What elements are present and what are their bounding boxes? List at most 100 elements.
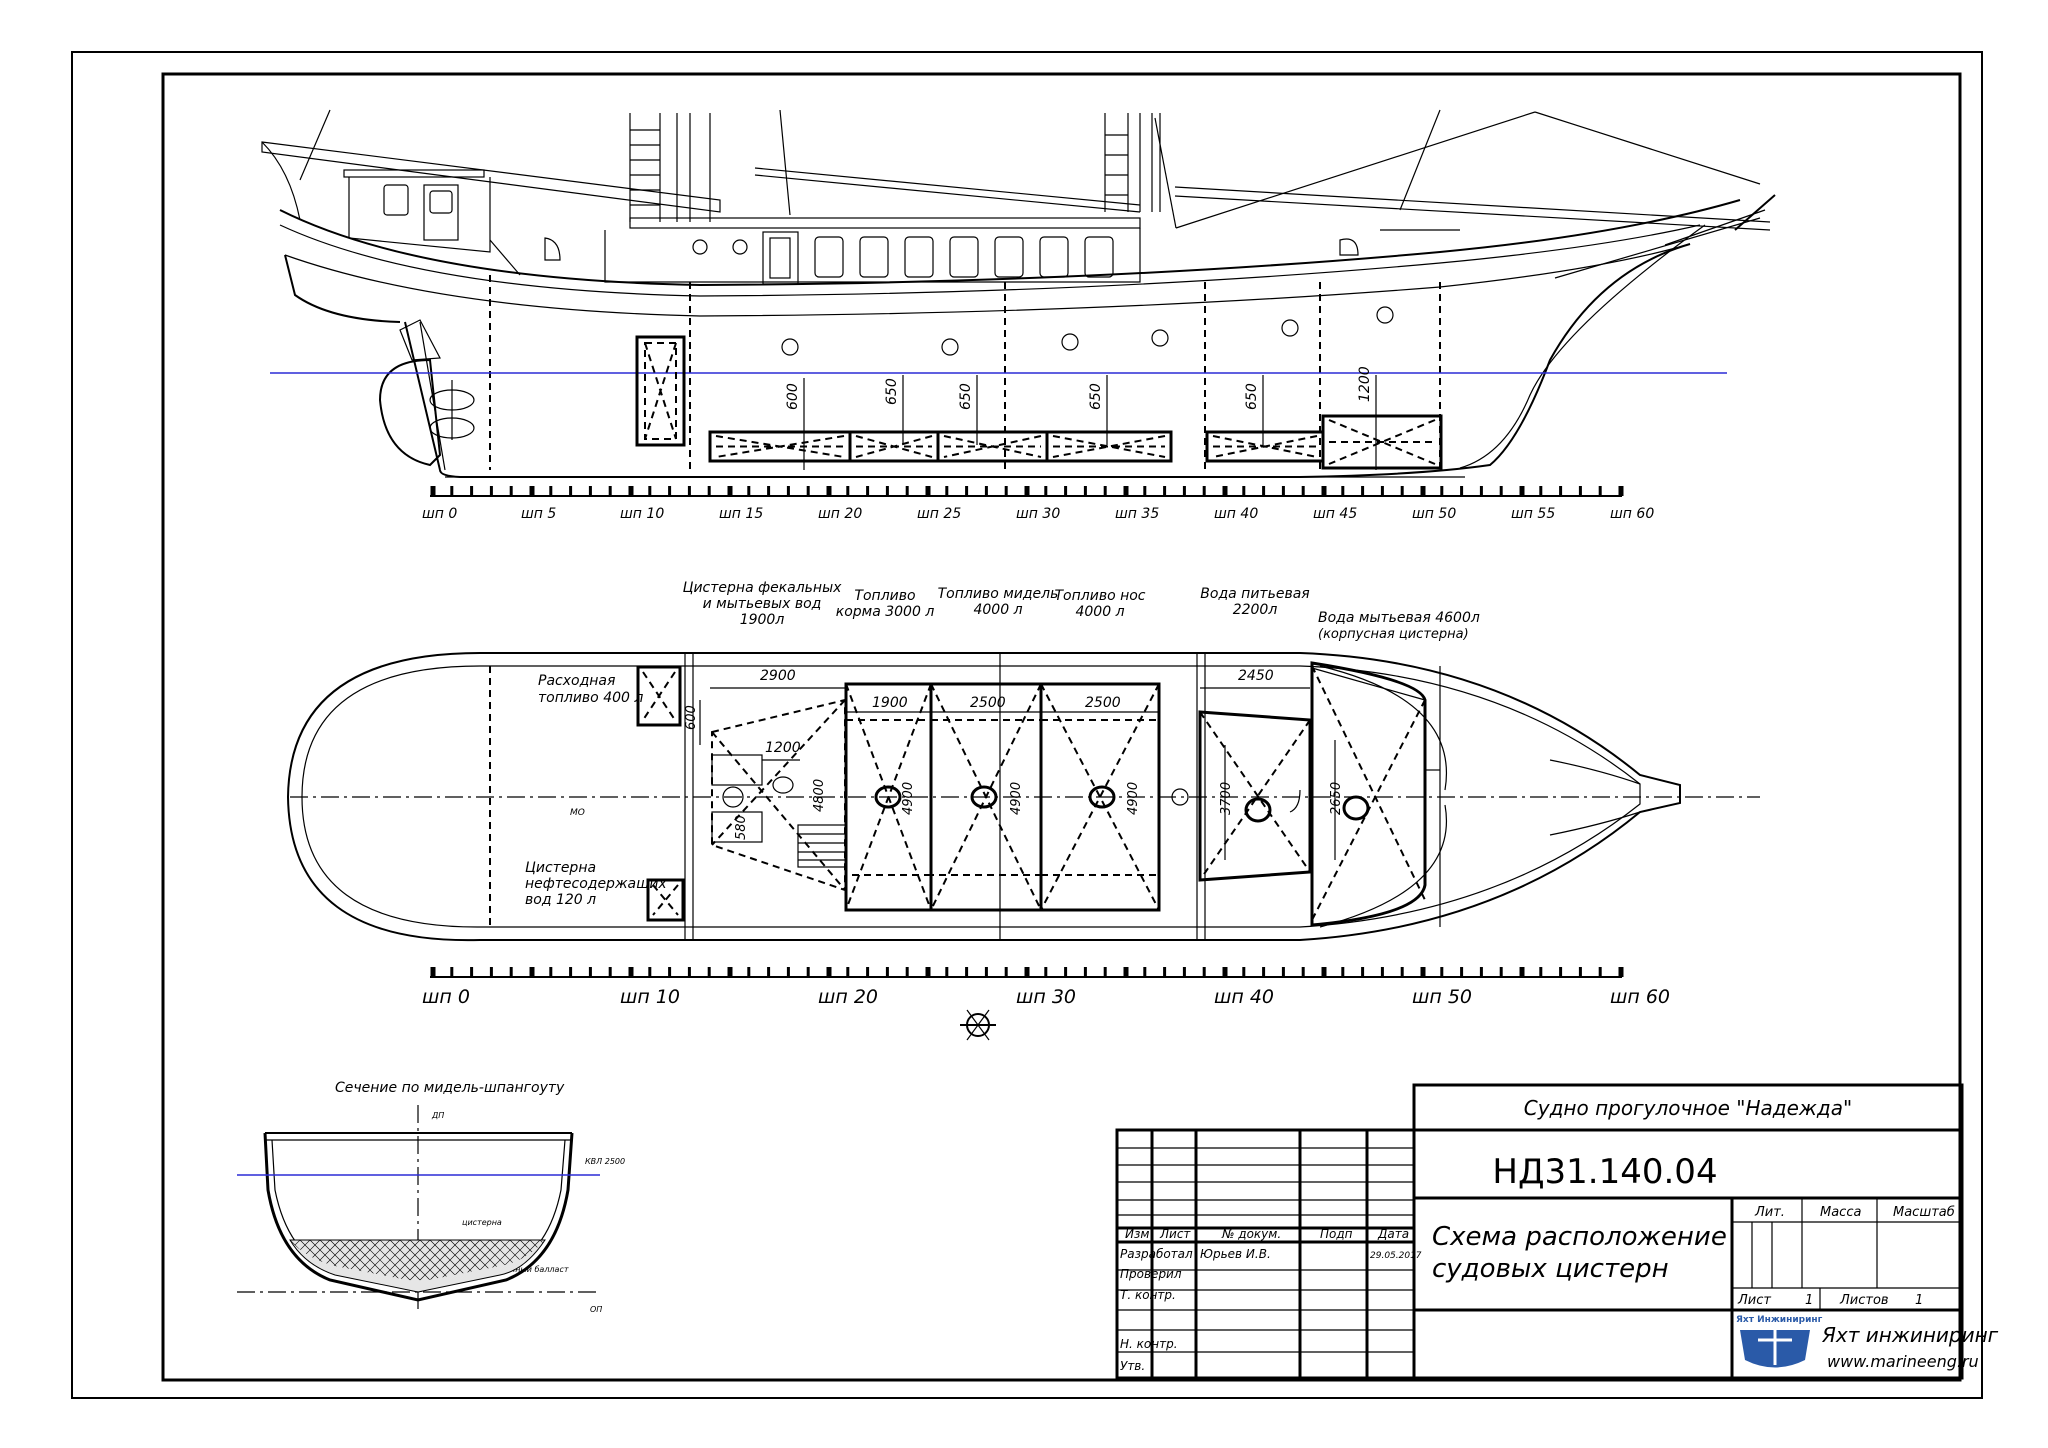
scale-tick xyxy=(668,486,672,496)
hull-plan-outline xyxy=(286,652,1681,942)
scale-tick xyxy=(1479,486,1483,496)
scale-tick xyxy=(1321,486,1327,496)
scale-tick xyxy=(588,486,592,496)
scale-tick xyxy=(1361,967,1365,977)
scale-label: Масштаб xyxy=(1893,1205,1955,1220)
scale-tick xyxy=(1559,967,1563,977)
scale-tick xyxy=(1578,486,1582,496)
scale-tick xyxy=(1341,967,1345,977)
mo-label: МО xyxy=(570,808,585,818)
dim-2900: 2900 xyxy=(760,668,796,684)
scale-tick xyxy=(1519,967,1525,977)
scale-tick xyxy=(806,967,810,977)
label-fuel-aft-2: корма 3000 л xyxy=(836,604,935,620)
dim-650-d: 650 xyxy=(1244,383,1260,410)
label-oily-3: вод 120 л xyxy=(525,892,596,908)
scale-tick xyxy=(1321,967,1327,977)
fore-mast xyxy=(1104,113,1161,212)
scale-tick xyxy=(786,967,790,977)
wash-water-tank xyxy=(1310,661,1440,927)
label-service-2: топливо 400 л xyxy=(538,690,643,706)
scale-tick xyxy=(707,486,711,496)
title-block: Судно прогулочное "Надежда" НД31.140.04 … xyxy=(1115,1083,1999,1380)
dim-600: 600 xyxy=(785,383,801,410)
sheet-num: 1 xyxy=(1805,1293,1813,1308)
label-oily-2: нефтесодержащих xyxy=(525,876,667,892)
dim-4900-b: 4900 xyxy=(1009,782,1024,815)
scale-tick xyxy=(1064,486,1068,496)
scale-tick xyxy=(529,486,535,496)
window xyxy=(859,236,889,278)
label-fuel-bow-1: Топливо нос xyxy=(1055,588,1146,604)
aft-deckhouse xyxy=(343,169,561,276)
label-fecal-3: 1900л xyxy=(740,612,785,628)
sheet-label: Лист xyxy=(1737,1293,1771,1308)
document-number: НД31.140.04 xyxy=(1492,1152,1717,1192)
scale-tick xyxy=(588,967,592,977)
label-wash-1: Вода мытьевая 4600л xyxy=(1318,610,1480,626)
scale-tick xyxy=(846,486,850,496)
frame-label: шп 0 xyxy=(422,506,457,522)
section-tank-label: цистерна xyxy=(462,1218,502,1227)
scale-tick xyxy=(608,967,612,977)
scale-tick xyxy=(509,486,513,496)
scale-tick xyxy=(628,486,634,496)
scale-tick xyxy=(786,486,790,496)
col-podp: Подп xyxy=(1320,1227,1353,1241)
dim-2650: 2650 xyxy=(1329,782,1344,815)
plan-dimensions: 2900 2450 1900 2500 2500 600 1200 4800 5… xyxy=(684,668,1344,860)
scale-tick xyxy=(608,486,612,496)
lit-label: Лит. xyxy=(1754,1205,1785,1220)
frame-label: шп 35 xyxy=(1115,506,1159,522)
scale-tick xyxy=(806,486,810,496)
scale-tick xyxy=(1618,486,1624,496)
plan-tank-labels: Цистерна фекальных и мытьевых вод 1900л … xyxy=(525,580,1480,908)
scale-tick xyxy=(1281,967,1285,977)
scale-tick xyxy=(1064,967,1068,977)
window xyxy=(904,236,934,278)
scale-tick xyxy=(1044,967,1048,977)
scale-tick xyxy=(1083,486,1087,496)
scale-tick xyxy=(648,486,652,496)
label-oily-1: Цистерна xyxy=(525,860,596,876)
scale-tick xyxy=(905,967,909,977)
section-op: ОП xyxy=(590,1305,602,1314)
dim-4900-a: 4900 xyxy=(901,782,916,815)
scale-tick xyxy=(1539,967,1543,977)
scale-tick xyxy=(549,967,553,977)
dim-2500-b: 2500 xyxy=(1085,695,1121,711)
midship-symbol-icon xyxy=(960,1009,996,1041)
scale-tick xyxy=(1242,486,1246,496)
scale-tick xyxy=(1460,486,1464,496)
frame-label: шп 20 xyxy=(818,506,862,522)
scale-tick xyxy=(866,967,870,977)
company-site: www.marineeng.ru xyxy=(1827,1352,1979,1371)
scale-tick xyxy=(1499,967,1503,977)
scale-tick xyxy=(826,486,832,496)
scale-tick xyxy=(1123,486,1129,496)
dim-4800: 4800 xyxy=(812,779,827,812)
section-ballast-label: Бетонный балласт xyxy=(490,1265,569,1274)
scale-tick xyxy=(1618,967,1624,977)
window xyxy=(949,236,979,278)
frame-label: шп 5 xyxy=(521,506,556,522)
col-date: Дата xyxy=(1377,1227,1409,1241)
scale-tick xyxy=(885,486,889,496)
scale-tick xyxy=(1123,967,1129,977)
aft-mast xyxy=(629,113,711,222)
col-list: Лист xyxy=(1159,1227,1191,1241)
label-fuel-mid-2: 4000 л xyxy=(973,602,1022,618)
row-utv: Утв. xyxy=(1120,1359,1145,1373)
scale-tick xyxy=(1103,486,1107,496)
scale-tick xyxy=(1400,486,1404,496)
scale-tick xyxy=(1301,486,1305,496)
label-fuel-aft-1: Топливо xyxy=(854,588,915,604)
company-logo-icon: Яхт Инжиниринг xyxy=(1736,1315,1823,1368)
scale-tick xyxy=(1420,967,1426,977)
frame-label: шп 30 xyxy=(1016,506,1060,522)
main-deckhouse xyxy=(604,217,1141,285)
scale-tick xyxy=(1380,486,1384,496)
label-wash-2: (корпусная цистерна) xyxy=(1318,627,1469,642)
outer-border xyxy=(71,51,1983,1399)
